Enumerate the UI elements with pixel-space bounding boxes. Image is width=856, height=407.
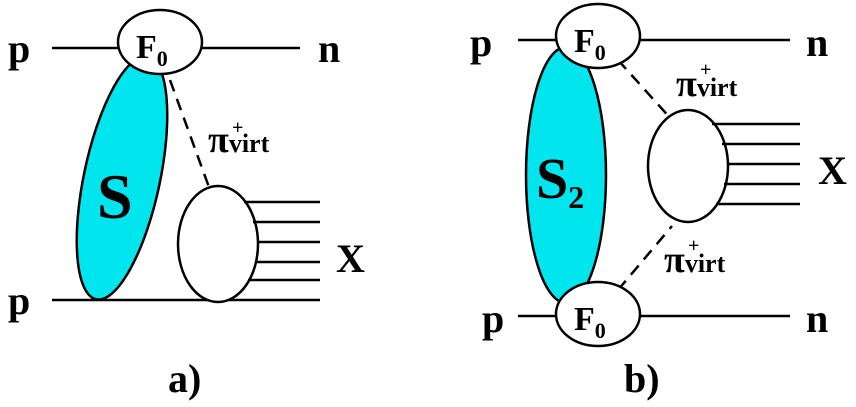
b-pion-top-line [617, 59, 673, 121]
b-pion-bottom-label: πvirt [664, 239, 726, 281]
a-pion-line [168, 79, 212, 191]
a-absorptive-label: S [97, 161, 133, 232]
a-proton-bottom-label: p [8, 278, 30, 323]
a-vertex-f0 [116, 8, 204, 76]
b-vertex-bottom-label: F0 [574, 301, 606, 343]
diagram-b: F0 F0 p n p n S2 πvirt + πvirt + X b) [470, 2, 847, 401]
a-x-blob [176, 184, 260, 304]
b-proton-top-label: p [470, 20, 492, 65]
b-neutron-top-label: n [806, 20, 828, 65]
b-neutron-bottom-label: n [806, 296, 828, 341]
a-final-state-label: X [336, 236, 365, 281]
a-pion-sup: + [232, 117, 243, 139]
a-proton-top-label: p [8, 26, 30, 71]
b-pion-bottom-sup: + [688, 235, 699, 257]
b-vertex-top [554, 2, 642, 70]
b-pion-bottom-line [617, 225, 673, 291]
b-pion-top-sup: + [700, 59, 711, 81]
b-final-state-label: X [818, 148, 847, 193]
a-pion-label: πvirt [208, 119, 270, 161]
b-caption: b) [624, 356, 660, 401]
a-neutron-label: n [318, 26, 340, 71]
b-absorptive-label: S2 [536, 146, 584, 215]
diagram-a: F0 p n p S πvirt + X a) [8, 8, 365, 401]
b-proton-bottom-label: p [482, 296, 504, 341]
a-caption: a) [168, 356, 201, 401]
b-pion-top-label: πvirt [676, 63, 738, 105]
b-vertex-bottom [554, 280, 642, 348]
a-vertex-label: F0 [136, 29, 168, 71]
b-vertex-top-label: F0 [574, 23, 606, 65]
b-x-blob [646, 108, 730, 224]
